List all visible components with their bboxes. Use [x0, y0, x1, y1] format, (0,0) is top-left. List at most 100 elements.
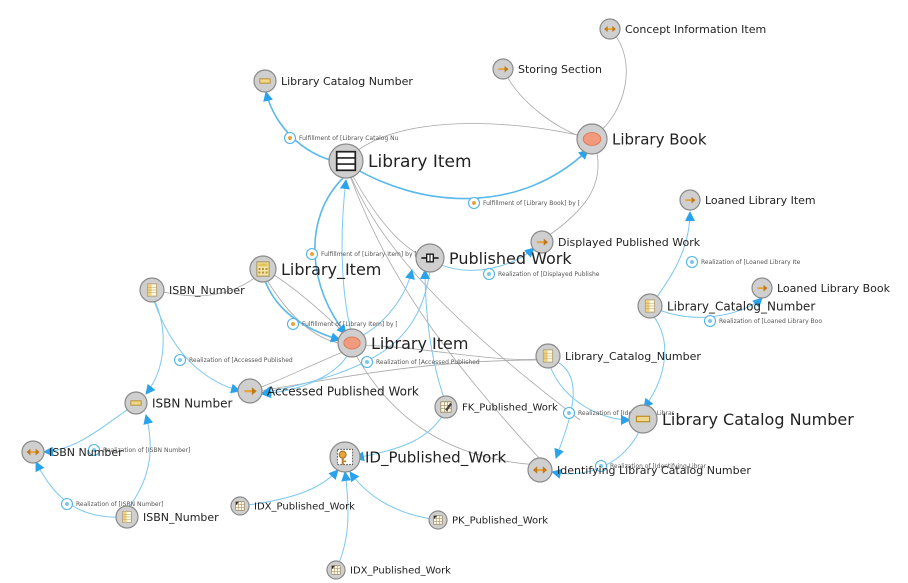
- node-label: Concept Information Item: [625, 23, 766, 36]
- edge-label-text: Realization of [Loaned Library Ite: [701, 259, 801, 266]
- edge-label-dot: [288, 136, 292, 140]
- edge-label-realization-loaned-book[interactable]: Realization of [Loaned Library Boo: [703, 314, 823, 328]
- node-label: Identifying Library Catalog Number: [557, 464, 751, 477]
- edge-idx1-to-id: [239, 469, 339, 507]
- edge: [593, 28, 627, 137]
- node-pk-published-work[interactable]: PK_Published_Work: [428, 510, 548, 530]
- edge-catalog1-down: [643, 311, 666, 409]
- node-label: ID_Published_Work: [365, 448, 506, 467]
- edge: [151, 271, 263, 297]
- node-loaned-library-book[interactable]: Loaned Library Book: [751, 277, 891, 299]
- node-id-published-work[interactable]: ID_Published_Work: [329, 441, 506, 473]
- edge-label-dot: [92, 448, 96, 452]
- edge: [262, 267, 353, 341]
- edge-label-text: Realization of [Identifying Librar: [578, 410, 675, 417]
- node-isbn-number-table[interactable]: ISBN_Number: [139, 277, 245, 303]
- node-label: ISBN_Number: [143, 511, 219, 524]
- edge: [344, 123, 591, 163]
- column-icon: [146, 283, 158, 297]
- node-storing-section[interactable]: Storing Section: [492, 58, 602, 80]
- node-library-item-entity[interactable]: Library Item: [337, 328, 468, 358]
- node-label: ISBN_Number: [169, 284, 245, 297]
- edge: [261, 271, 353, 345]
- node-library-catalog-number-mid[interactable]: Library Catalog Number: [628, 404, 854, 434]
- edge-fk-to-id: [354, 409, 447, 462]
- edge-realization-loaned-item: [649, 211, 695, 307]
- edge-label-realization-accessed-2[interactable]: Realization of [Accessed Published: [360, 355, 480, 369]
- edge-label-realization-displayed[interactable]: Realization of [Displayed Publishe: [482, 267, 600, 281]
- edge-realization-accessed-1: [151, 294, 241, 394]
- edge: [251, 359, 541, 393]
- edge: [345, 164, 541, 460]
- edge-labels: Fulfillment of [Library Catalog Nu Fulfil…: [60, 131, 823, 511]
- node-published-work[interactable]: Published Work: [415, 243, 572, 273]
- node-library-book[interactable]: Library Book: [576, 123, 707, 155]
- edge-fk-up: [420, 269, 447, 405]
- node-library-item-table[interactable]: Library_Item: [249, 255, 381, 283]
- edge-label-text: Realization of [Accessed Published: [376, 359, 480, 366]
- node-library-catalog-number-table2[interactable]: Library_Catalog_Number: [535, 343, 701, 369]
- edge-label-dot: [178, 358, 182, 362]
- edge-label-text: Fulfillment of [Library Catalog Nu: [299, 135, 399, 142]
- edge-label-fulfillment-book[interactable]: Fulfillment of [Library Book] by [: [467, 196, 581, 210]
- node-fk-published-work[interactable]: FK_Published_Work: [434, 395, 558, 419]
- column-icon: [542, 349, 554, 363]
- edge-label-text: Fulfillment of [Library Book] by [: [483, 200, 580, 207]
- node-isbn-number-left[interactable]: ISBN Number: [21, 440, 123, 464]
- column-icon: [122, 510, 132, 524]
- node-label: Published Work: [449, 249, 572, 268]
- edge: [345, 162, 429, 259]
- node-label: IDX_Published_Work: [350, 566, 451, 577]
- node-label: Displayed Published Work: [558, 236, 701, 249]
- edge: [351, 344, 549, 360]
- edge-label-fulfillment-catalog[interactable]: Fulfillment of [Library Catalog Nu: [283, 131, 399, 145]
- edge-isbn-bottom-up: [126, 414, 154, 511]
- node-label: PK_Published_Work: [452, 516, 548, 527]
- edge-label-dot: [708, 319, 712, 323]
- edge-label-dot: [690, 260, 694, 264]
- node-isbn-number[interactable]: ISBN Number: [124, 391, 232, 415]
- edge-label-text: Fulfillment of [Library Item] by [: [302, 321, 398, 328]
- node-label: FK_Published_Work: [462, 403, 558, 414]
- edge-label-dot: [487, 272, 491, 276]
- edge-label-realization-accessed-1[interactable]: Realization of [Accessed Published: [173, 353, 293, 367]
- node-library-catalog-number-table1[interactable]: Library_Catalog_Number: [637, 293, 815, 319]
- node-label: Library_Catalog_Number: [565, 350, 701, 363]
- node-library-catalog-number-top[interactable]: Library Catalog Number: [253, 69, 413, 93]
- edge-label-dot: [65, 502, 69, 506]
- edge-realization-isbn-1: [43, 403, 137, 457]
- node-accessed-published-work[interactable]: Accessed Published Work: [237, 378, 419, 404]
- index-icon: [433, 515, 443, 525]
- node-idx-published-work1[interactable]: IDX_Published_Work: [230, 496, 355, 516]
- edge-label-text: Realization of [ISBN Number]: [76, 501, 163, 508]
- edge-label-realization-isbn-1[interactable]: Realization of [ISBN Number]: [87, 443, 191, 457]
- edge-realization-loaned-book: [649, 297, 763, 318]
- node-label: ISBN Number: [49, 446, 123, 459]
- node-loaned-library-item[interactable]: Loaned Library Item: [679, 189, 816, 211]
- node-library-item-main[interactable]: Library Item: [328, 143, 472, 179]
- edge-label-realization-isbn-2[interactable]: Realization of [ISBN Number]: [60, 497, 164, 511]
- edge: [502, 68, 586, 139]
- calculator-icon: [256, 261, 270, 277]
- node-concept-info[interactable]: Concept Information Item: [599, 18, 766, 40]
- edge-pk-to-id: [349, 471, 439, 521]
- edge-published-down: [261, 269, 431, 397]
- node-idx-published-work2[interactable]: IDX_Published_Work: [326, 560, 451, 580]
- edge-label-text: Realization of [Loaned Library Boo: [719, 318, 822, 325]
- edge-label-realization-identifying-2[interactable]: Realization of [Identifying Librar: [594, 459, 707, 473]
- edge-label-fulfillment-item-1[interactable]: Fulfillment of [Library Item] by [: [305, 247, 417, 261]
- edge-idx2-to-id: [335, 471, 352, 571]
- node-displayed-published-work[interactable]: Displayed Published Work: [530, 230, 701, 254]
- edge-label-realization-identifying-1[interactable]: Realization of [Identifying Librar: [562, 406, 675, 420]
- index-icon: [331, 565, 341, 575]
- node-isbn-number-bottom[interactable]: ISBN_Number: [115, 505, 219, 529]
- node-label: Storing Section: [518, 63, 602, 76]
- minus-icon: [130, 400, 142, 406]
- node-label: Accessed Published Work: [267, 384, 419, 398]
- edge-label-realization-loaned-item[interactable]: Realization of [Loaned Library Ite: [685, 255, 801, 269]
- edge-label-fulfillment-item-2[interactable]: Fulfillment of [Library Item] by [: [286, 317, 398, 331]
- node-identifying-library-catalog-number[interactable]: Identifying Library Catalog Number: [527, 457, 751, 483]
- node-label: Library Book: [612, 130, 707, 148]
